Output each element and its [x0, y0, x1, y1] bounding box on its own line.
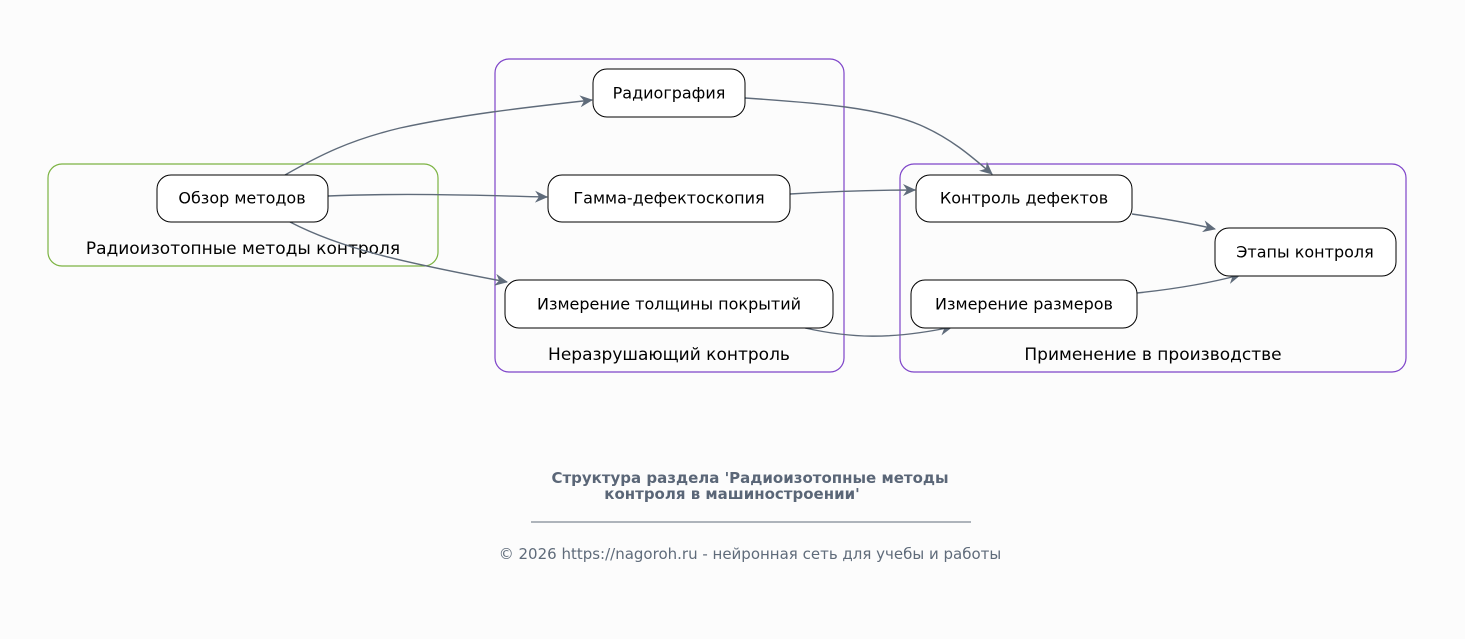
node-label: Этапы контроля: [1236, 243, 1374, 262]
node-label: Контроль дефектов: [940, 189, 1108, 208]
edge-dimensions-stages: [1136, 272, 1241, 294]
edge-defects-stages: [1131, 213, 1216, 233]
diagram-title-line1: Структура раздела 'Радиоизотопные методы: [551, 469, 948, 487]
copyright-text: © 2026 https://nagoroh.ru - нейронная се…: [499, 545, 1002, 563]
cluster-production: Применение в производстве: [899, 163, 1407, 373]
node-stages[interactable]: Этапы контроля: [1214, 227, 1397, 277]
node-label: Измерение толщины покрытий: [537, 295, 801, 314]
cluster-label: Применение в производстве: [1024, 345, 1281, 365]
cluster-ndt: Неразрушающий контроль: [494, 58, 845, 373]
node-gamma[interactable]: Гамма-дефектоскопия: [547, 174, 791, 223]
node-radiography[interactable]: Радиография: [592, 68, 746, 118]
cluster-label: Радиоизотопные методы контроля: [86, 239, 400, 259]
edge-overview-gamma: [327, 190, 548, 203]
node-label: Измерение размеров: [935, 295, 1113, 314]
node-thickness[interactable]: Измерение толщины покрытий: [504, 279, 834, 329]
cluster-label: Неразрушающий контроль: [548, 345, 790, 365]
edge-overview-thickness: [289, 221, 508, 286]
node-overview[interactable]: Обзор методов: [156, 174, 329, 223]
diagram-title-line2: контроля в машиностроении': [604, 485, 859, 503]
node-dimensions[interactable]: Измерение размеров: [910, 279, 1138, 329]
edge-thickness-dimensions: [804, 323, 953, 337]
node-label: Обзор методов: [178, 189, 305, 208]
node-defects[interactable]: Контроль дефектов: [915, 174, 1133, 223]
node-label: Гамма-дефектоскопия: [573, 189, 764, 208]
edge-gamma-defects: [789, 184, 916, 197]
cluster-radioisotope-methods: Радиоизотопные методы контроля: [47, 163, 439, 267]
edge-radiography-defects: [744, 97, 993, 175]
node-label: Радиография: [613, 84, 726, 103]
edge-overview-radiography: [284, 95, 593, 176]
